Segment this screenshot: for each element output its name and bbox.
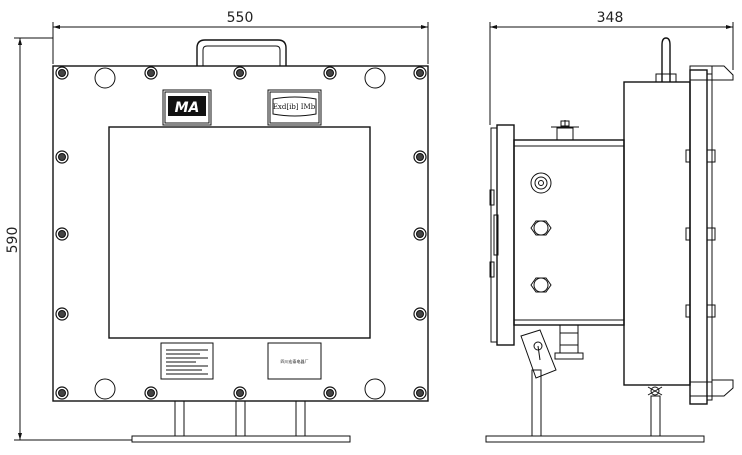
rear-box <box>623 81 691 386</box>
handle <box>196 39 287 66</box>
bolt-head <box>58 153 66 161</box>
explosion-proof-plate: Exd[ib] IMb <box>267 89 322 126</box>
bolt-head <box>416 389 424 397</box>
dimension-height: 590 <box>5 37 132 441</box>
exd-label: Exd[ib] IMb <box>273 103 316 111</box>
width-label: 550 <box>227 10 254 26</box>
dimension-width: 550 <box>52 10 429 64</box>
bolts <box>55 66 427 400</box>
bolt-head <box>236 69 244 77</box>
manufacturer-text: 四川宏泰电器厂 <box>281 358 309 364</box>
front-flange <box>496 124 515 346</box>
front-view: 550 590 MA <box>5 10 429 443</box>
hole <box>94 378 116 400</box>
bolt-head <box>58 310 66 318</box>
side-stand <box>485 369 705 443</box>
inspection-window <box>108 126 371 339</box>
depth-label: 348 <box>597 10 624 26</box>
bolt-head <box>147 69 155 77</box>
side-body <box>513 139 625 326</box>
bolt-head <box>58 69 66 77</box>
hole <box>364 67 386 89</box>
ma-plate: MA <box>162 89 212 126</box>
bolt-head <box>58 389 66 397</box>
ma-mark: MA <box>175 100 200 116</box>
bolt-head <box>326 389 334 397</box>
hole <box>94 67 116 89</box>
bolt-head <box>58 230 66 238</box>
height-label: 590 <box>5 227 21 254</box>
front-stand <box>131 400 351 443</box>
bottom-small-bolt <box>647 386 663 396</box>
latch <box>520 324 584 379</box>
top-bolt <box>551 120 579 141</box>
bolt-head <box>416 153 424 161</box>
bolt-head <box>416 230 424 238</box>
bolt-head <box>147 389 155 397</box>
nameplate-right: 四川宏泰电器厂 <box>267 342 322 380</box>
bolt-head <box>236 389 244 397</box>
bolt-head <box>326 69 334 77</box>
dimension-depth: 348 <box>489 10 734 125</box>
side-view: 348 <box>485 10 734 443</box>
lug-bottom <box>711 379 734 397</box>
side-handle <box>652 37 680 83</box>
rear-flange <box>689 69 708 405</box>
nameplate-left <box>160 342 214 380</box>
lug-top <box>711 65 734 81</box>
hole <box>364 378 386 400</box>
bolt-head <box>416 69 424 77</box>
cable-glands <box>530 172 552 293</box>
bolt-head <box>416 310 424 318</box>
